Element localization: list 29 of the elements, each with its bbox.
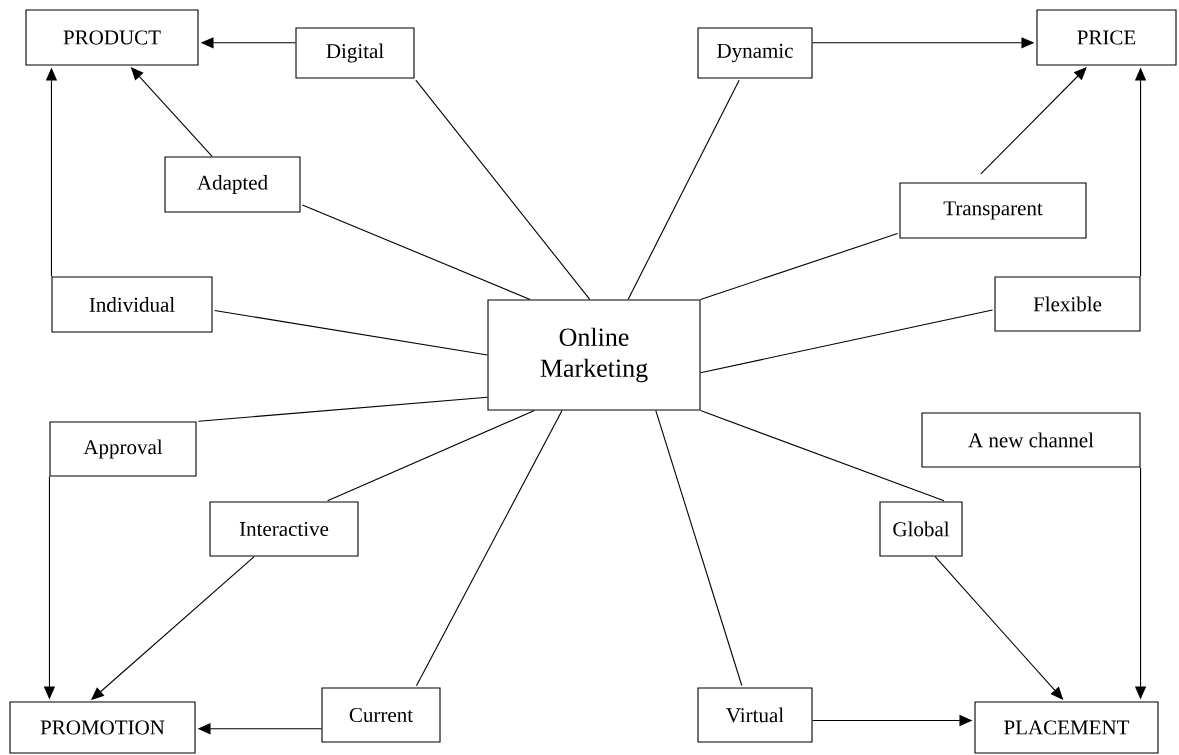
connector-line xyxy=(700,309,994,374)
attribute-box: Dynamic xyxy=(697,27,813,79)
attribute-box: Virtual xyxy=(697,687,813,743)
attribute-box: Flexible xyxy=(994,276,1141,332)
category-box: PRODUCT xyxy=(25,9,199,66)
attribute-box: Interactive xyxy=(209,501,359,557)
central-box: Online Marketing xyxy=(487,299,701,411)
connector-line xyxy=(655,410,743,687)
attribute-box: Digital xyxy=(295,27,415,79)
attribute-box: Individual xyxy=(51,276,213,333)
connector-line xyxy=(301,204,531,300)
category-box: PRICE xyxy=(1036,9,1177,66)
connector-line xyxy=(700,233,899,300)
attribute-box: Transparent xyxy=(899,182,1087,239)
category-box: PROMOTION xyxy=(9,701,196,754)
arrow xyxy=(980,67,1087,175)
connector-line xyxy=(415,410,563,687)
attribute-box: Approval xyxy=(49,421,197,477)
category-box: PLACEMENT xyxy=(974,701,1159,754)
connector-line xyxy=(627,79,740,300)
connector-line xyxy=(700,410,945,502)
connector-line xyxy=(327,410,535,502)
connector-line xyxy=(198,396,488,422)
attribute-box: A new channel xyxy=(921,412,1141,468)
attribute-box: Current xyxy=(321,687,441,743)
connector-line xyxy=(214,309,488,356)
attribute-box: Adapted xyxy=(164,156,301,213)
connector-line xyxy=(415,79,591,300)
attribute-box: Global xyxy=(879,501,963,557)
